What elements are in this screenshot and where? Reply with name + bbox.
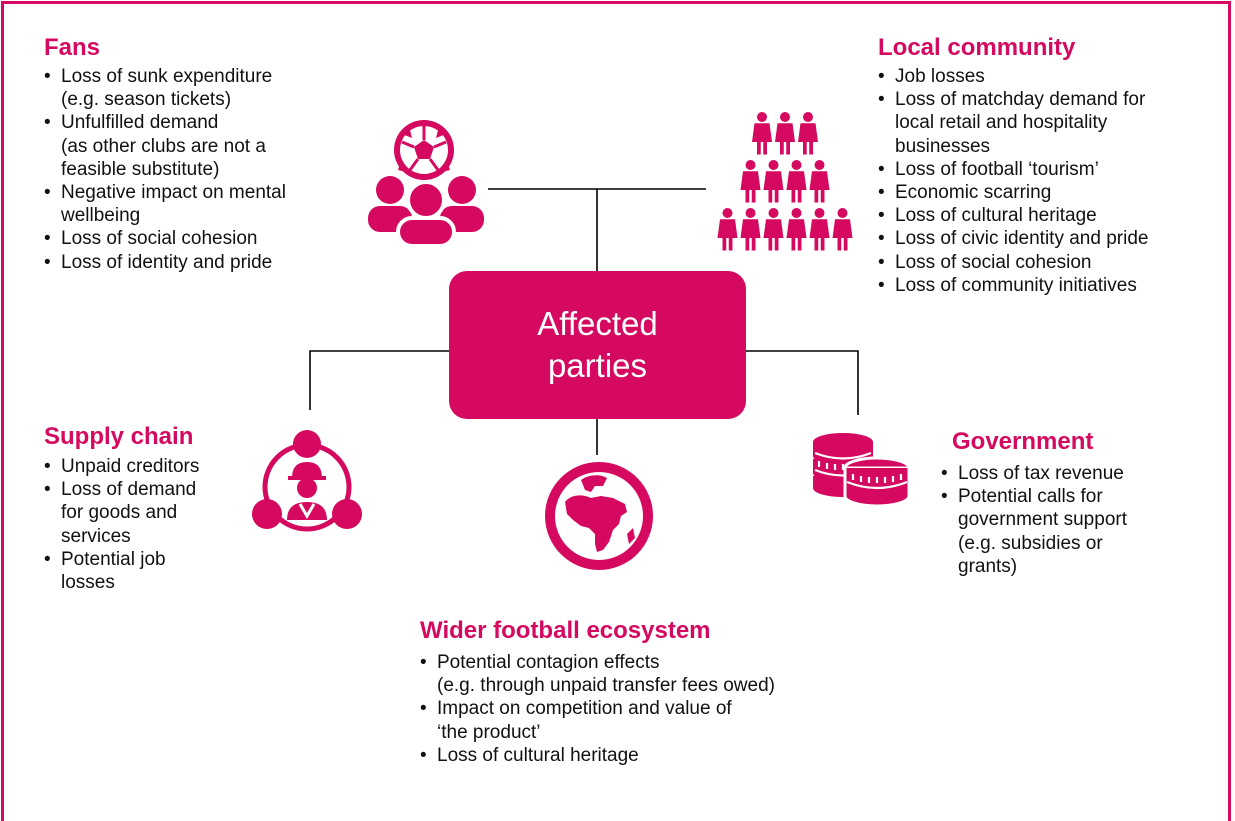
list-item: Job losses: [878, 65, 1223, 88]
people-crowd-icon: [717, 112, 853, 251]
connector-government: [746, 350, 859, 415]
person-figure: [832, 208, 853, 251]
list-item: Loss of community initiatives: [878, 274, 1223, 297]
list-item: Loss of cultural heritage: [420, 744, 840, 767]
supply-chain-list: Unpaid creditors Loss of demand for good…: [44, 455, 254, 594]
person-figure: [740, 160, 761, 203]
list-item: Loss of social cohesion: [44, 227, 364, 250]
government-list: Loss of tax revenue Potential calls for …: [941, 462, 1201, 578]
person-figure: [775, 112, 795, 155]
supply-chain-worker-icon: [252, 430, 362, 532]
list-item: Loss of sunk expenditure (e.g. season ti…: [44, 65, 364, 111]
person-figure: [763, 208, 784, 251]
list-item: Loss of football ‘tourism’: [878, 158, 1223, 181]
person-figure: [717, 208, 738, 251]
list-item: Loss of matchday demand for local retail…: [878, 88, 1223, 158]
list-item: Loss of identity and pride: [44, 251, 364, 274]
affected-parties-box: Affected parties: [449, 271, 746, 419]
fans-football-icon: [368, 120, 484, 244]
coins-icon: [813, 433, 911, 508]
connector-supply-chain: [309, 350, 449, 410]
local-community-title: Local community: [878, 34, 1076, 61]
list-item: Potential job losses: [44, 548, 254, 594]
list-item: Loss of tax revenue: [941, 462, 1201, 485]
person-figure: [798, 112, 818, 155]
list-item: Negative impact on mental wellbeing: [44, 181, 364, 227]
affected-parties-label: Affected parties: [537, 305, 658, 384]
list-item: Potential calls for government support (…: [941, 485, 1201, 578]
list-item: Economic scarring: [878, 181, 1223, 204]
person-figure: [763, 160, 784, 203]
list-item: Unpaid creditors: [44, 455, 254, 478]
list-item: Loss of demand for goods and services: [44, 478, 254, 548]
list-item: Loss of social cohesion: [878, 251, 1223, 274]
fans-list: Loss of sunk expenditure (e.g. season ti…: [44, 65, 364, 274]
local-community-list: Job losses Loss of matchday demand for l…: [878, 65, 1223, 297]
person-figure: [786, 208, 807, 251]
diagram-canvas: Fans Loss of sunk expenditure (e.g. seas…: [0, 0, 1235, 803]
list-item: Impact on competition and value of ‘the …: [420, 697, 840, 743]
list-item: Potential contagion effects (e.g. throug…: [420, 651, 840, 697]
fans-title: Fans: [44, 34, 101, 61]
government-title: Government: [952, 428, 1094, 455]
wider-ecosystem-title: Wider football ecosystem: [420, 617, 711, 644]
list-item: Unfulfilled demand (as other clubs are n…: [44, 111, 364, 181]
list-item: Loss of civic identity and pride: [878, 227, 1223, 250]
supply-chain-title: Supply chain: [44, 423, 194, 450]
person-figure: [809, 208, 830, 251]
wider-ecosystem-list: Potential contagion effects (e.g. throug…: [420, 651, 840, 767]
list-item: Loss of cultural heritage: [878, 204, 1223, 227]
person-figure: [740, 208, 761, 251]
connector-lines: [309, 188, 859, 455]
person-figure: [752, 112, 772, 155]
person-figure: [786, 160, 807, 203]
globe-icon: [545, 462, 653, 570]
person-figure: [809, 160, 830, 203]
